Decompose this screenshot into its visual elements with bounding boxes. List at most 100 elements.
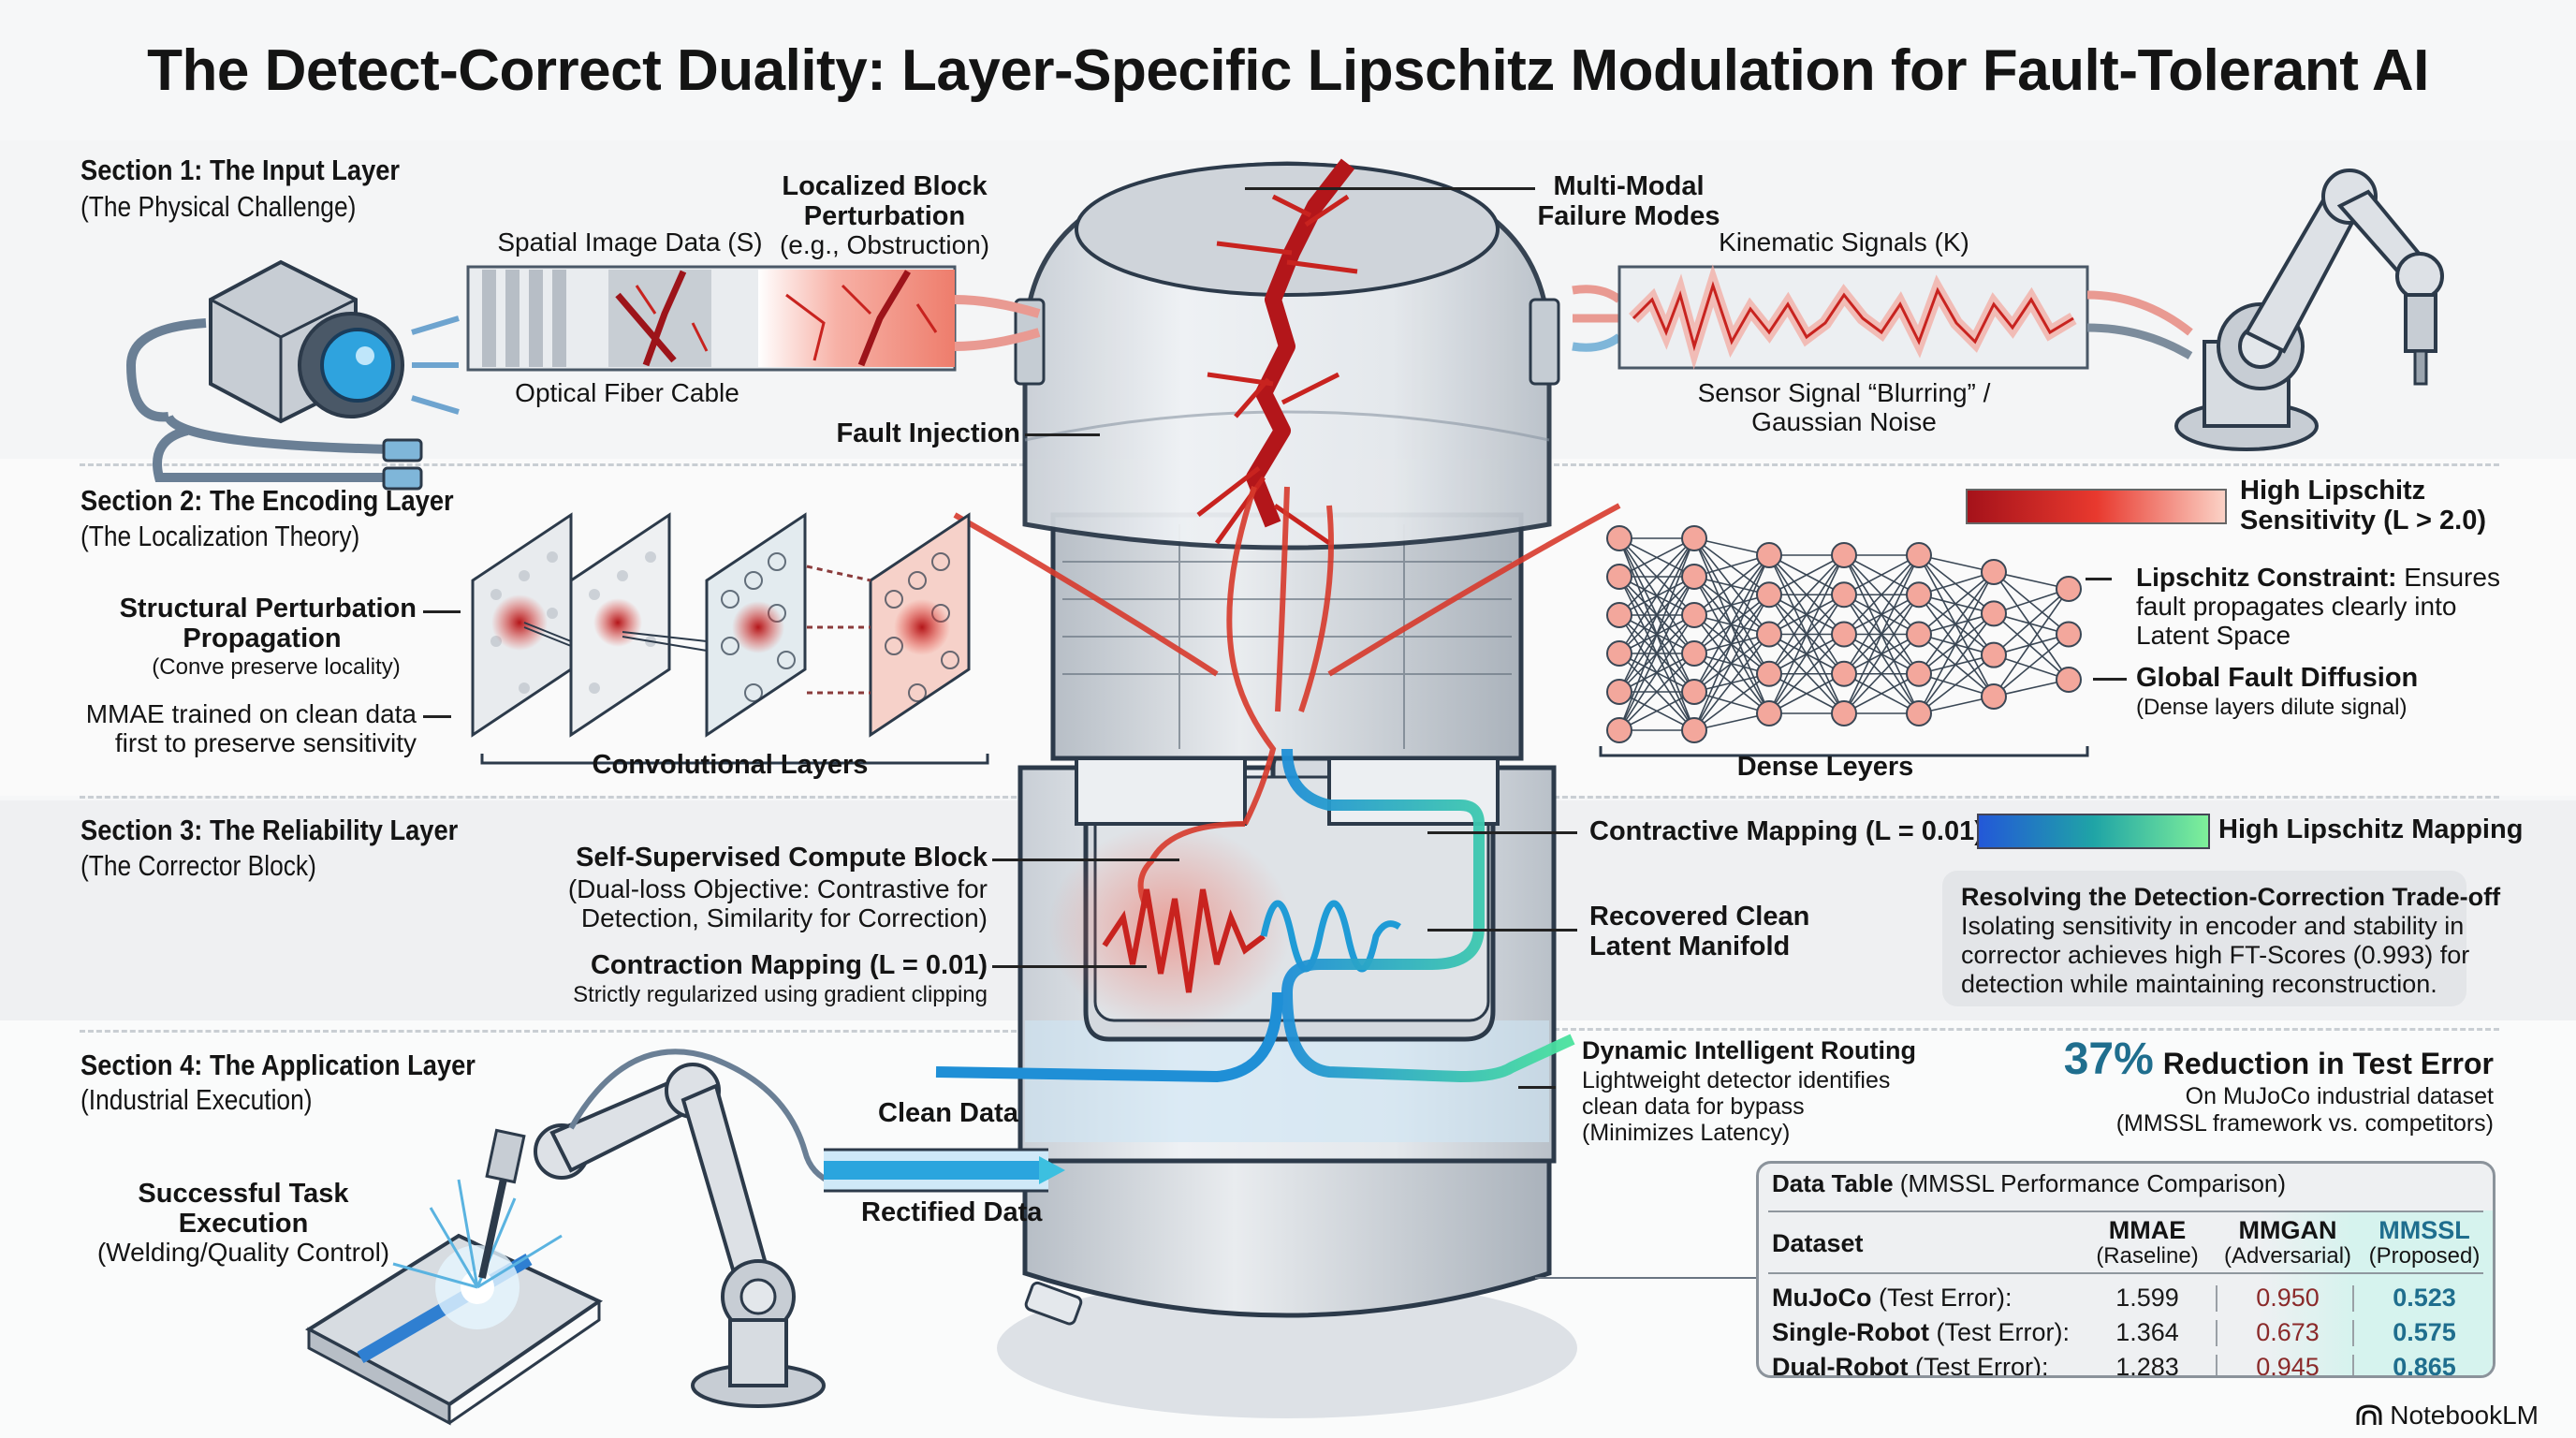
stat-headline: 37% Reduction in Test Error	[2064, 1034, 2494, 1085]
network-edge	[1918, 554, 1995, 614]
network-edge	[1918, 571, 1995, 675]
performance-data-table: Data Table (MMSSL Performance Comparison…	[1756, 1161, 2496, 1378]
section1-subheading: (The Physical Challenge)	[80, 190, 357, 223]
network-edge	[1918, 554, 1995, 656]
col-sub: (Proposed)	[2368, 1243, 2481, 1269]
compute-block-title: Self-Supervised Compute Block	[576, 843, 988, 873]
mmssl-highlight	[2259, 1211, 2493, 1375]
mmae-note-line1: MMAE trained on clean data	[85, 699, 417, 728]
network-node	[1831, 581, 1857, 609]
network-node	[1831, 542, 1857, 568]
network-edge	[1843, 673, 1920, 714]
mmae-note-line2: first to preserve sensitivity	[114, 728, 417, 757]
contractive-leader	[1427, 831, 1577, 834]
network-node	[1981, 683, 2007, 710]
branding-label: NotebookLM	[2390, 1401, 2539, 1430]
failure-modes-leader	[1245, 187, 1535, 190]
structural-perturbation-line2: Propagation	[183, 624, 342, 653]
legend-mapping-label: High Lipschitz Mapping	[2218, 814, 2524, 844]
base-shadow	[997, 1278, 1577, 1418]
stat-note-line2: (MMSSL framework vs. competitors)	[2115, 1110, 2494, 1137]
spatial-image-label: Spatial Image Data (S)	[497, 227, 763, 257]
clean-data-label: Clean Data	[878, 1098, 1018, 1128]
camera-icon	[125, 259, 460, 491]
network-edge	[1768, 594, 1845, 714]
column-separator	[2216, 1285, 2217, 1312]
section1-heading: Section 1: The Input Layer	[80, 154, 401, 186]
col-sub: (Adversarial)	[2223, 1243, 2352, 1269]
network-node	[1981, 641, 2007, 668]
table-cell: 1.599	[2115, 1284, 2179, 1312]
network-node	[1981, 600, 2007, 627]
col-header-dataset: Dataset	[1772, 1231, 1864, 1257]
network-node	[1831, 621, 1857, 648]
network-edge	[1618, 653, 1695, 731]
structural-perturbation-line1: Structural Perturbation	[119, 594, 417, 624]
recovered-line2: Latent Manifold	[1589, 932, 1791, 961]
network-node	[1681, 602, 1707, 628]
section-divider	[1554, 796, 2499, 799]
network-edge	[1768, 554, 1845, 595]
perturbation-title-line1: Localized Block	[782, 171, 988, 201]
cable-label: Optical Fiber Cable	[515, 378, 739, 407]
failure-modes-line2: Failure Modes	[1537, 201, 1720, 231]
task-line2: Execution	[178, 1209, 309, 1239]
network-node	[2056, 576, 2082, 602]
constraint-rest: Ensures	[2396, 563, 2500, 592]
recovered-leader	[1427, 929, 1577, 932]
col-name: MMGAN	[2238, 1216, 2337, 1244]
network-edge	[1843, 633, 1920, 714]
network-edge	[1693, 554, 1770, 693]
network-edge	[1843, 594, 1920, 714]
network-node	[1831, 700, 1857, 726]
network-edge	[1918, 571, 1995, 714]
network-node	[1681, 717, 1707, 743]
compute-block-leader	[992, 858, 1179, 861]
network-node	[1756, 542, 1782, 568]
col-name: MMAE	[2108, 1216, 2187, 1244]
network-edge	[1618, 537, 1695, 731]
network-edge	[1993, 653, 2070, 681]
mmae-leader	[423, 715, 451, 718]
table-title-rest: (MMSSL Performance Comparison)	[1893, 1169, 2287, 1197]
network-edge	[1918, 633, 1995, 697]
lipschitz-constraint-line2: fault propagates clearly into	[2136, 592, 2457, 621]
noise-label-line1: Sensor Signal “Blurring” /	[1697, 378, 1991, 407]
section-divider	[1554, 463, 2499, 466]
network-edge	[1918, 612, 1995, 714]
diffusion-leader	[2093, 678, 2127, 681]
network-node	[1681, 640, 1707, 667]
network-node	[1756, 581, 1782, 609]
network-edge	[1993, 588, 2070, 615]
network-node	[2056, 621, 2082, 648]
section-divider	[80, 796, 1025, 799]
rectified-data-label: Rectified Data	[861, 1197, 1043, 1227]
table-rule	[1768, 1272, 2483, 1274]
stat-value: 37%	[2063, 1034, 2154, 1084]
row-metric: (Test Error):	[1928, 1318, 2070, 1346]
callout-body-line3: detection while maintaining reconstructi…	[1961, 970, 2437, 998]
routing-line2: clean data for bypass	[1582, 1093, 1805, 1120]
kinematic-signal-box	[1572, 264, 2089, 371]
welding-robot-illustration	[305, 1049, 871, 1426]
network-node	[1606, 602, 1632, 628]
table-rule	[1768, 1211, 2483, 1212]
dense-layers-label: Dense Leyers	[1736, 752, 1914, 782]
contractive-mapping-label: Contractive Mapping (L = 0.01)	[1589, 816, 1983, 846]
network-edge	[1768, 554, 1845, 675]
compute-block-note-line2: Detection, Similarity for Correction)	[580, 903, 988, 932]
robot-arm-icon	[2086, 169, 2444, 451]
diffusion-note: (Dense layers dilute signal)	[2136, 695, 2408, 720]
network-edge	[1768, 554, 1845, 636]
legend-high-line2: Sensitivity (L > 2.0)	[2240, 506, 2486, 536]
network-node	[1756, 621, 1782, 648]
table-cell: 1.283	[2115, 1353, 2179, 1378]
fault-tolerant-core-illustration	[935, 158, 1621, 1418]
network-node	[1756, 700, 1782, 726]
network-edge	[1843, 554, 1920, 636]
routing-line1: Lightweight detector identifies	[1582, 1067, 1891, 1093]
network-node	[1606, 640, 1632, 667]
fault-injection-leader	[1025, 433, 1100, 436]
row-dataset: MuJoCo	[1772, 1284, 1872, 1312]
routing-leader	[1518, 1086, 1556, 1089]
